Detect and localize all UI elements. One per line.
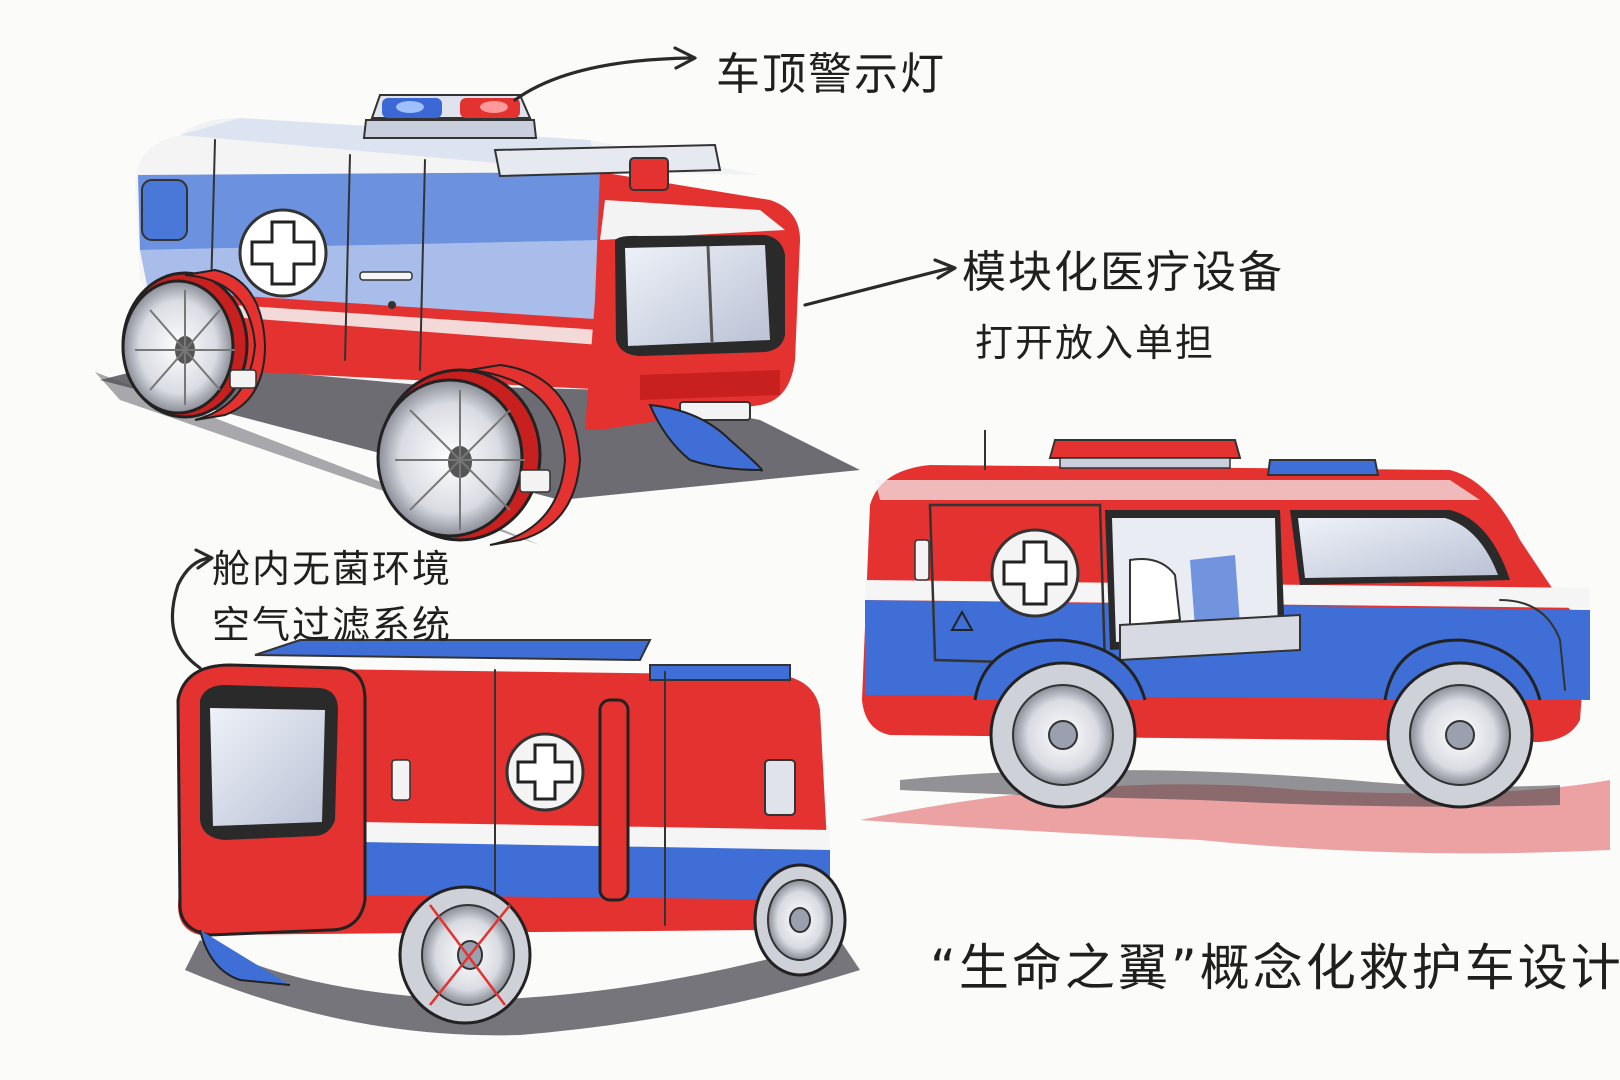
wheel-rear-left bbox=[121, 268, 267, 421]
sterile-cabin-annotation: 舱内无菌环境 bbox=[212, 547, 453, 591]
wheel-front-side-left bbox=[753, 863, 847, 977]
vehicle-side-profile bbox=[860, 430, 1610, 854]
modular-equipment-annotation: 模块化医疗设备 bbox=[962, 247, 1284, 298]
medical-cross-icon bbox=[990, 528, 1080, 618]
air-filter-annotation: 空气过滤系统 bbox=[212, 603, 453, 647]
vehicle-front-three-quarter bbox=[95, 94, 860, 546]
wheel-front-left bbox=[376, 363, 582, 546]
wheel-rear-side-left bbox=[398, 885, 532, 1025]
warning-triangle-icon bbox=[950, 609, 974, 631]
roof-warning-light bbox=[362, 94, 538, 139]
wheel-rear-side bbox=[973, 638, 1147, 809]
vehicle-rear-three-quarter bbox=[176, 639, 860, 1036]
annotation-arrows bbox=[170, 46, 957, 670]
medical-cross-icon bbox=[505, 732, 585, 812]
stretcher-annotation: 打开放入单担 bbox=[975, 321, 1216, 365]
roof-light-annotation: 车顶警示灯 bbox=[716, 49, 946, 100]
medical-cross-icon bbox=[238, 208, 328, 298]
wheel-front-side bbox=[1383, 638, 1542, 809]
design-title: “生命之翼”概念化救护车设计 bbox=[930, 939, 1620, 997]
